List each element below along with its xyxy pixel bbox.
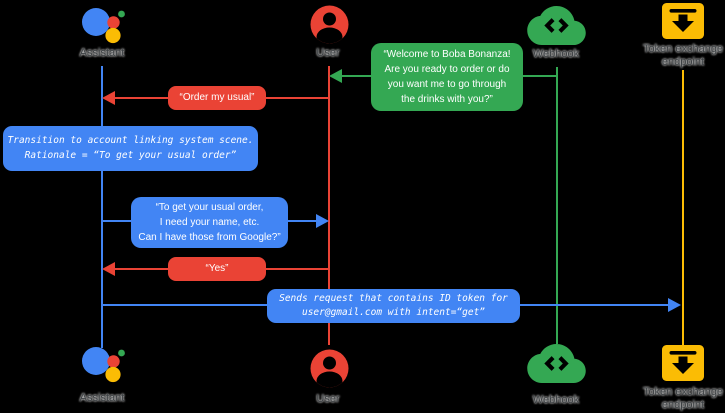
assistant-label: Assistant bbox=[79, 392, 125, 404]
get-usual-arrowhead-icon bbox=[316, 214, 329, 228]
webhook-label: Webhook bbox=[532, 48, 580, 60]
token-endpoint-lifeline bbox=[682, 70, 684, 345]
assistant-label: Assistant bbox=[79, 47, 125, 59]
order-arrowhead-icon bbox=[102, 91, 115, 105]
assistant-icon bbox=[75, 340, 131, 386]
user-label: User bbox=[316, 393, 340, 405]
transition-note: Transition to account linking system sce… bbox=[3, 126, 258, 171]
webhook-cloud-icon bbox=[527, 6, 586, 45]
webhook-lifeline bbox=[556, 67, 558, 344]
assistant-lifeline bbox=[101, 66, 103, 348]
token-endpoint-icon bbox=[661, 344, 705, 382]
webhook-label: Webhook bbox=[532, 394, 580, 406]
token-endpoint-label: Token exchange endpoint bbox=[642, 386, 724, 411]
sends-request-note: Sends request that contains ID token for… bbox=[267, 289, 520, 323]
welcome-message-bubble: “Welcome to Boba Bonanza! Are you ready … bbox=[371, 43, 523, 111]
token-endpoint-label: Token exchange endpoint bbox=[642, 43, 724, 68]
user-lifeline bbox=[328, 66, 330, 345]
welcome-arrowhead-icon bbox=[329, 69, 342, 83]
user-icon bbox=[310, 5, 349, 44]
sends-request-arrowhead-icon bbox=[668, 298, 681, 312]
webhook-cloud-icon bbox=[527, 344, 586, 383]
token-endpoint-icon bbox=[661, 2, 705, 40]
get-usual-order-bubble: “To get your usual order, I need your na… bbox=[131, 197, 288, 248]
yes-arrowhead-icon bbox=[102, 262, 115, 276]
yes-bubble: “Yes” bbox=[168, 257, 266, 281]
assistant-icon bbox=[75, 1, 131, 47]
user-icon bbox=[310, 349, 349, 388]
order-my-usual-bubble: “Order my usual” bbox=[168, 86, 266, 110]
user-label: User bbox=[316, 47, 340, 59]
